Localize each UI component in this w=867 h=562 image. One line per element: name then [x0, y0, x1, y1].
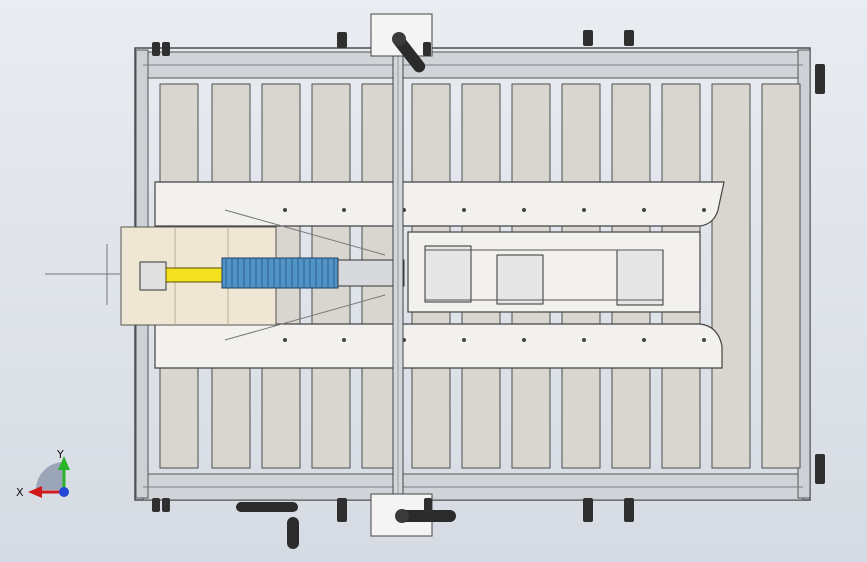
frame-post	[583, 498, 593, 522]
bolt	[342, 338, 346, 342]
bolt	[702, 208, 706, 212]
bolt	[522, 208, 526, 212]
belt-carrier-lower	[154, 323, 723, 369]
guide-wires	[45, 209, 386, 341]
bolt	[642, 208, 646, 212]
center-bar	[392, 49, 404, 501]
coordinate-triad-icon: Y X	[16, 448, 70, 499]
frame-post	[162, 498, 170, 512]
bolt	[283, 208, 287, 212]
frame-post	[337, 498, 347, 522]
frame-post	[162, 42, 170, 56]
frame-post	[424, 498, 432, 512]
frame-post	[624, 498, 634, 522]
bolt	[283, 338, 287, 342]
belt-carrier-upper	[154, 181, 725, 227]
crank-handle-icon[interactable]	[236, 502, 299, 549]
triad-y-label: Y	[56, 448, 64, 461]
crank-handle-icon[interactable]	[391, 32, 428, 75]
bolt	[522, 338, 526, 342]
bolt-set	[283, 208, 706, 342]
drive-unit	[407, 231, 701, 313]
roller	[711, 83, 751, 469]
bolt	[342, 208, 346, 212]
roller	[761, 83, 801, 469]
frame-post	[423, 42, 431, 56]
crank-handle-icon[interactable]	[395, 509, 456, 523]
frame-post	[152, 42, 160, 56]
bolt	[462, 338, 466, 342]
bolt	[702, 338, 706, 342]
frame-post	[583, 30, 593, 46]
frame-post	[815, 64, 825, 94]
pneumatic-cylinder	[139, 257, 405, 291]
frame-posts	[152, 30, 825, 522]
bolt	[582, 338, 586, 342]
bolt	[642, 338, 646, 342]
frame-post	[337, 32, 347, 48]
bolt	[582, 208, 586, 212]
bolt	[462, 208, 466, 212]
frame-post	[152, 498, 160, 512]
frame-post	[624, 30, 634, 46]
triad-x-label: X	[16, 486, 24, 499]
frame-post	[815, 454, 825, 484]
